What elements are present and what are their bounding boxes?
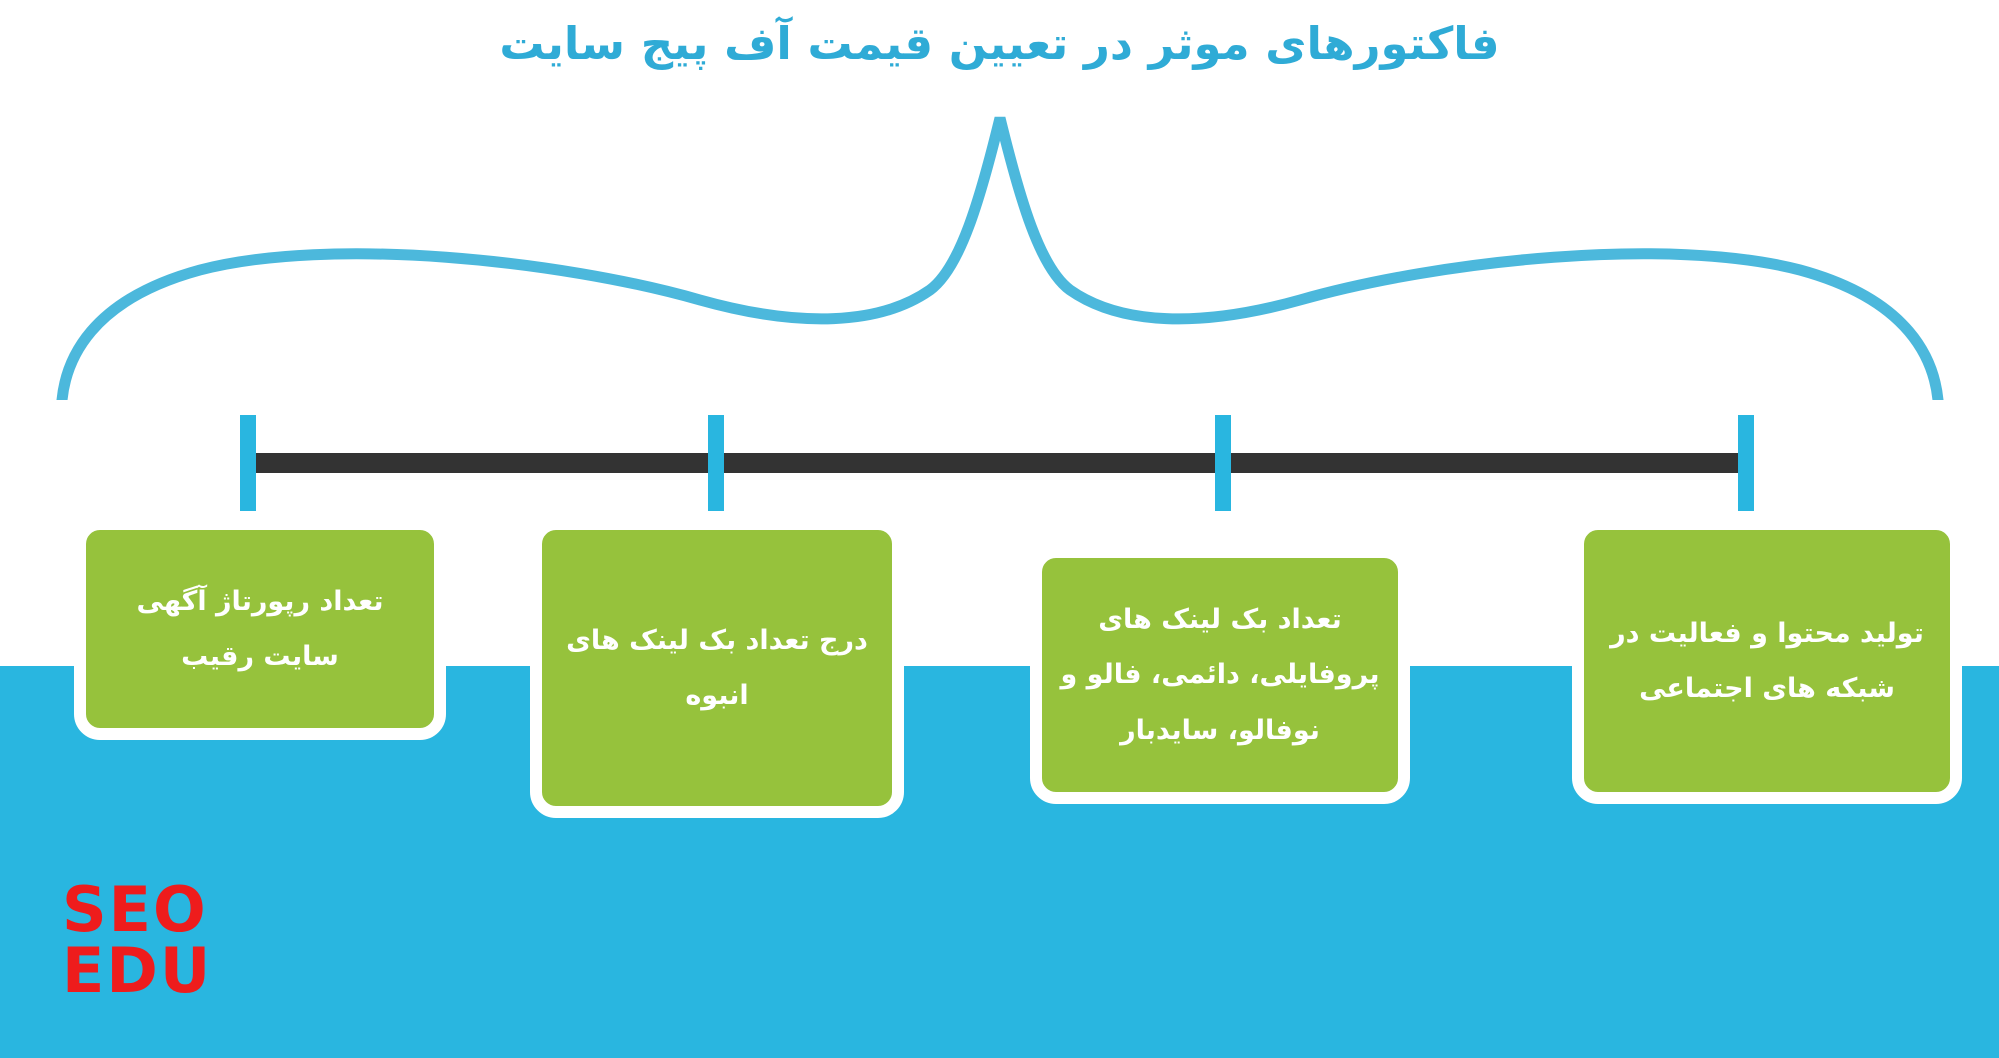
brand-logo-line-2: EDU — [62, 933, 213, 1007]
factor-card-4[interactable]: تولید محتوا و فعالیت در شبکه های اجتماعی — [1572, 518, 1962, 804]
brand-logo: SEO EDU — [62, 873, 213, 1007]
timeline-tick-2[interactable] — [708, 415, 724, 511]
brand-logo-line-1: SEO — [62, 873, 208, 946]
factor-card-3-label: تعداد بک لینک های پروفایلی، دائمی، فالو … — [1060, 603, 1380, 746]
page-title: فاکتورهای موثر در تعیین قیمت آف پیج سایت — [499, 17, 1500, 70]
factor-card-4-label: تولید محتوا و فعالیت در شبکه های اجتماعی — [1610, 617, 1924, 704]
factor-card-2-label: درج تعداد بک لینک های انبوه — [566, 624, 868, 711]
factor-card-1[interactable]: تعداد رپورتاژ آگهی سایت رقیب — [74, 518, 446, 740]
factor-card-3[interactable]: تعداد بک لینک های پروفایلی، دائمی، فالو … — [1030, 546, 1410, 804]
timeline-tick-4[interactable] — [1738, 415, 1754, 511]
timeline-tick-3[interactable] — [1215, 415, 1231, 511]
timeline-bar — [256, 453, 1746, 473]
factor-card-1-label: تعداد رپورتاژ آگهی سایت رقیب — [136, 585, 384, 672]
timeline-tick-1[interactable] — [240, 415, 256, 511]
factor-card-2[interactable]: درج تعداد بک لینک های انبوه — [530, 518, 904, 818]
